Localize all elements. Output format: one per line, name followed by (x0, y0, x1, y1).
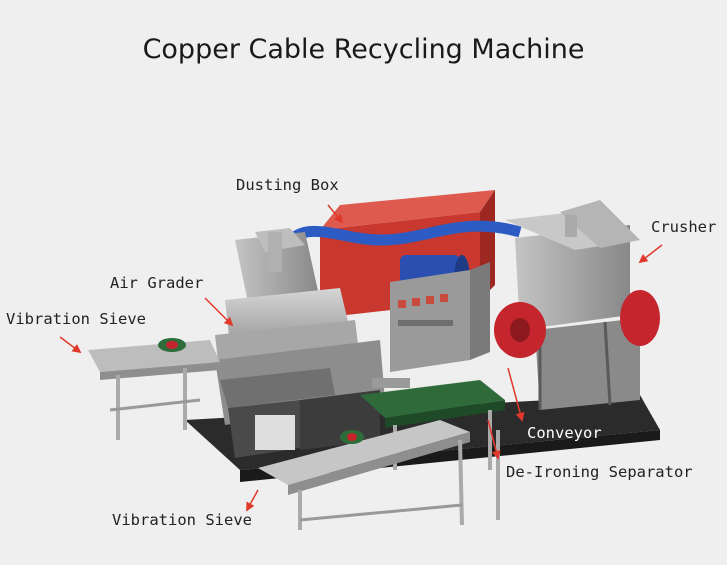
arrow-air-grader (204, 297, 234, 327)
label-dusting-box: Dusting Box (236, 176, 339, 194)
label-vibration-sieve-bottom: Vibration Sieve (112, 511, 252, 529)
label-conveyor: Conveyor (527, 424, 602, 442)
leader-arrows (59, 204, 663, 512)
arrow-de-ironing (487, 419, 501, 460)
arrow-vibration-sieve-left (59, 336, 82, 354)
separator-body (215, 340, 385, 458)
arrow-crusher (638, 244, 663, 264)
left-vibration-sieve (88, 338, 220, 440)
label-vibration-sieve-left: Vibration Sieve (6, 310, 146, 328)
label-de-ironing-separator: De-Ironing Separator (506, 463, 693, 481)
diagram-title: Copper Cable Recycling Machine (142, 34, 585, 65)
label-air-grader: Air Grader (110, 274, 204, 292)
arrow-vibration-sieve-bottom (246, 489, 259, 512)
bottom-vibration-sieve (258, 420, 500, 530)
arrow-conveyor (507, 367, 525, 422)
label-crusher: Crusher (651, 218, 717, 236)
control-cabinet (390, 262, 490, 372)
arrow-dusting-box (327, 204, 344, 224)
crusher (505, 200, 640, 410)
blue-duct (279, 220, 522, 253)
red-motor (494, 290, 660, 358)
